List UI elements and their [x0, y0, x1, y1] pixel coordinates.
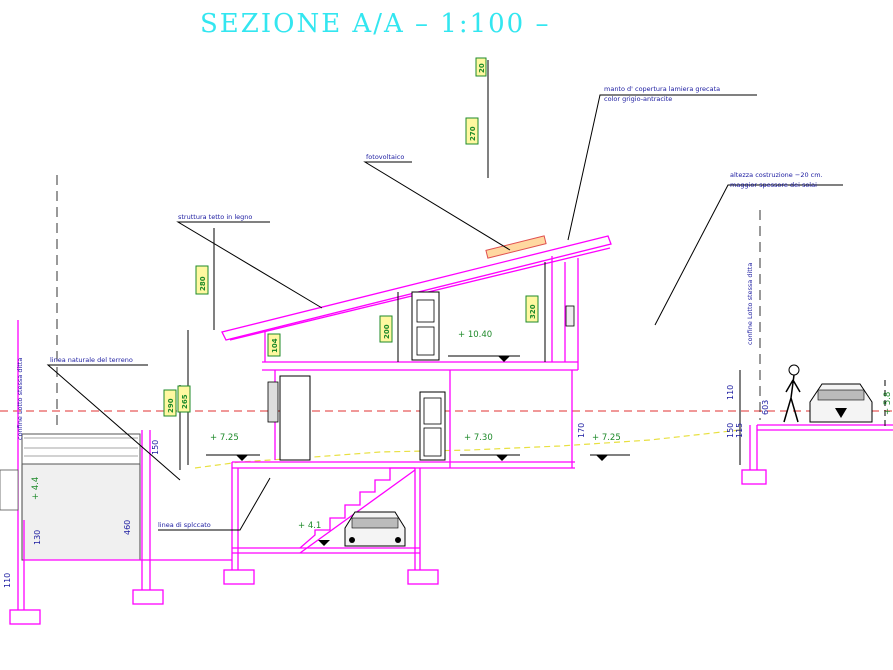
dim-115-right: 115 — [735, 423, 744, 438]
dim-150-right: 150 — [726, 423, 735, 438]
note-height-2: maggior spessore dei solai — [730, 181, 817, 189]
pedestrian-icon — [783, 364, 801, 423]
level-ground-center: + 7.30 — [464, 433, 493, 443]
leader-lines — [46, 94, 843, 531]
dim-150-left: 150 — [151, 440, 160, 455]
level-ground-left: + 7.25 — [210, 433, 239, 443]
svg-text:20: 20 — [478, 63, 486, 73]
note-boundary-right: confine Lotto stessa ditta — [746, 263, 754, 345]
svg-text:200: 200 — [383, 324, 391, 339]
note-natural-ground: linea naturale del terreno — [50, 356, 133, 364]
dim-110-right: 110 — [726, 385, 735, 400]
photovoltaic-panel — [485, 235, 547, 259]
vent-icon — [565, 305, 575, 327]
level-ground-right: + 7.25 — [592, 433, 621, 443]
right-site — [741, 380, 893, 485]
basement — [223, 462, 439, 585]
fence-icon — [21, 433, 141, 465]
upper-floor — [262, 256, 579, 371]
note-boundary-left: confine Lotto stessa ditta — [16, 358, 24, 440]
svg-text:320: 320 — [529, 304, 537, 319]
level-right-street: + 5.8 — [883, 392, 893, 415]
dimension-lines — [179, 60, 741, 470]
dim-170: 170 — [577, 423, 586, 438]
garage-car-icon — [344, 511, 406, 547]
note-roof-covering-1: manto d' copertura lamiera grecata — [604, 85, 720, 93]
svg-text:270: 270 — [469, 126, 477, 141]
dim-603: 603 — [761, 400, 770, 415]
ground-floor — [232, 370, 575, 469]
level-roof-floor: + 10.40 — [458, 330, 492, 340]
dim-200: 200 — [379, 315, 393, 343]
left-site — [0, 320, 232, 625]
dim-270: 270 — [465, 117, 479, 145]
drawing-title: SEZIONE A/A – 1:100 – — [200, 9, 550, 39]
dim-110-left: 110 — [3, 573, 12, 588]
note-excavation: linea di splccato — [158, 521, 211, 529]
level-garage: + 4.1 — [298, 521, 321, 531]
svg-text:104: 104 — [271, 338, 279, 353]
dim-280: 280 — [195, 265, 209, 295]
dim-460: 460 — [123, 520, 132, 535]
note-roof-covering-2: color grigio-antracite — [604, 95, 672, 103]
street-car-icon — [809, 383, 873, 423]
svg-text:280: 280 — [199, 276, 207, 291]
dim-104: 104 — [267, 333, 281, 357]
note-photovoltaic: fotovoltaico — [366, 153, 404, 161]
dim-265: 265 — [177, 385, 191, 413]
svg-text:265: 265 — [181, 394, 189, 409]
dim-20: 20 — [475, 57, 487, 77]
svg-text:290: 290 — [167, 398, 175, 413]
level-markers — [206, 355, 630, 546]
level-left-ground: + 4.4 — [31, 477, 41, 500]
upper-window — [411, 291, 440, 361]
note-height-1: altezza costruzione −20 cm. — [730, 171, 823, 179]
dim-290: 290 — [163, 389, 177, 417]
ground-window-left — [267, 381, 279, 423]
note-roof-structure: struttura tetto in legno — [178, 213, 252, 221]
dim-130: 130 — [33, 530, 42, 545]
dim-320: 320 — [525, 295, 539, 323]
